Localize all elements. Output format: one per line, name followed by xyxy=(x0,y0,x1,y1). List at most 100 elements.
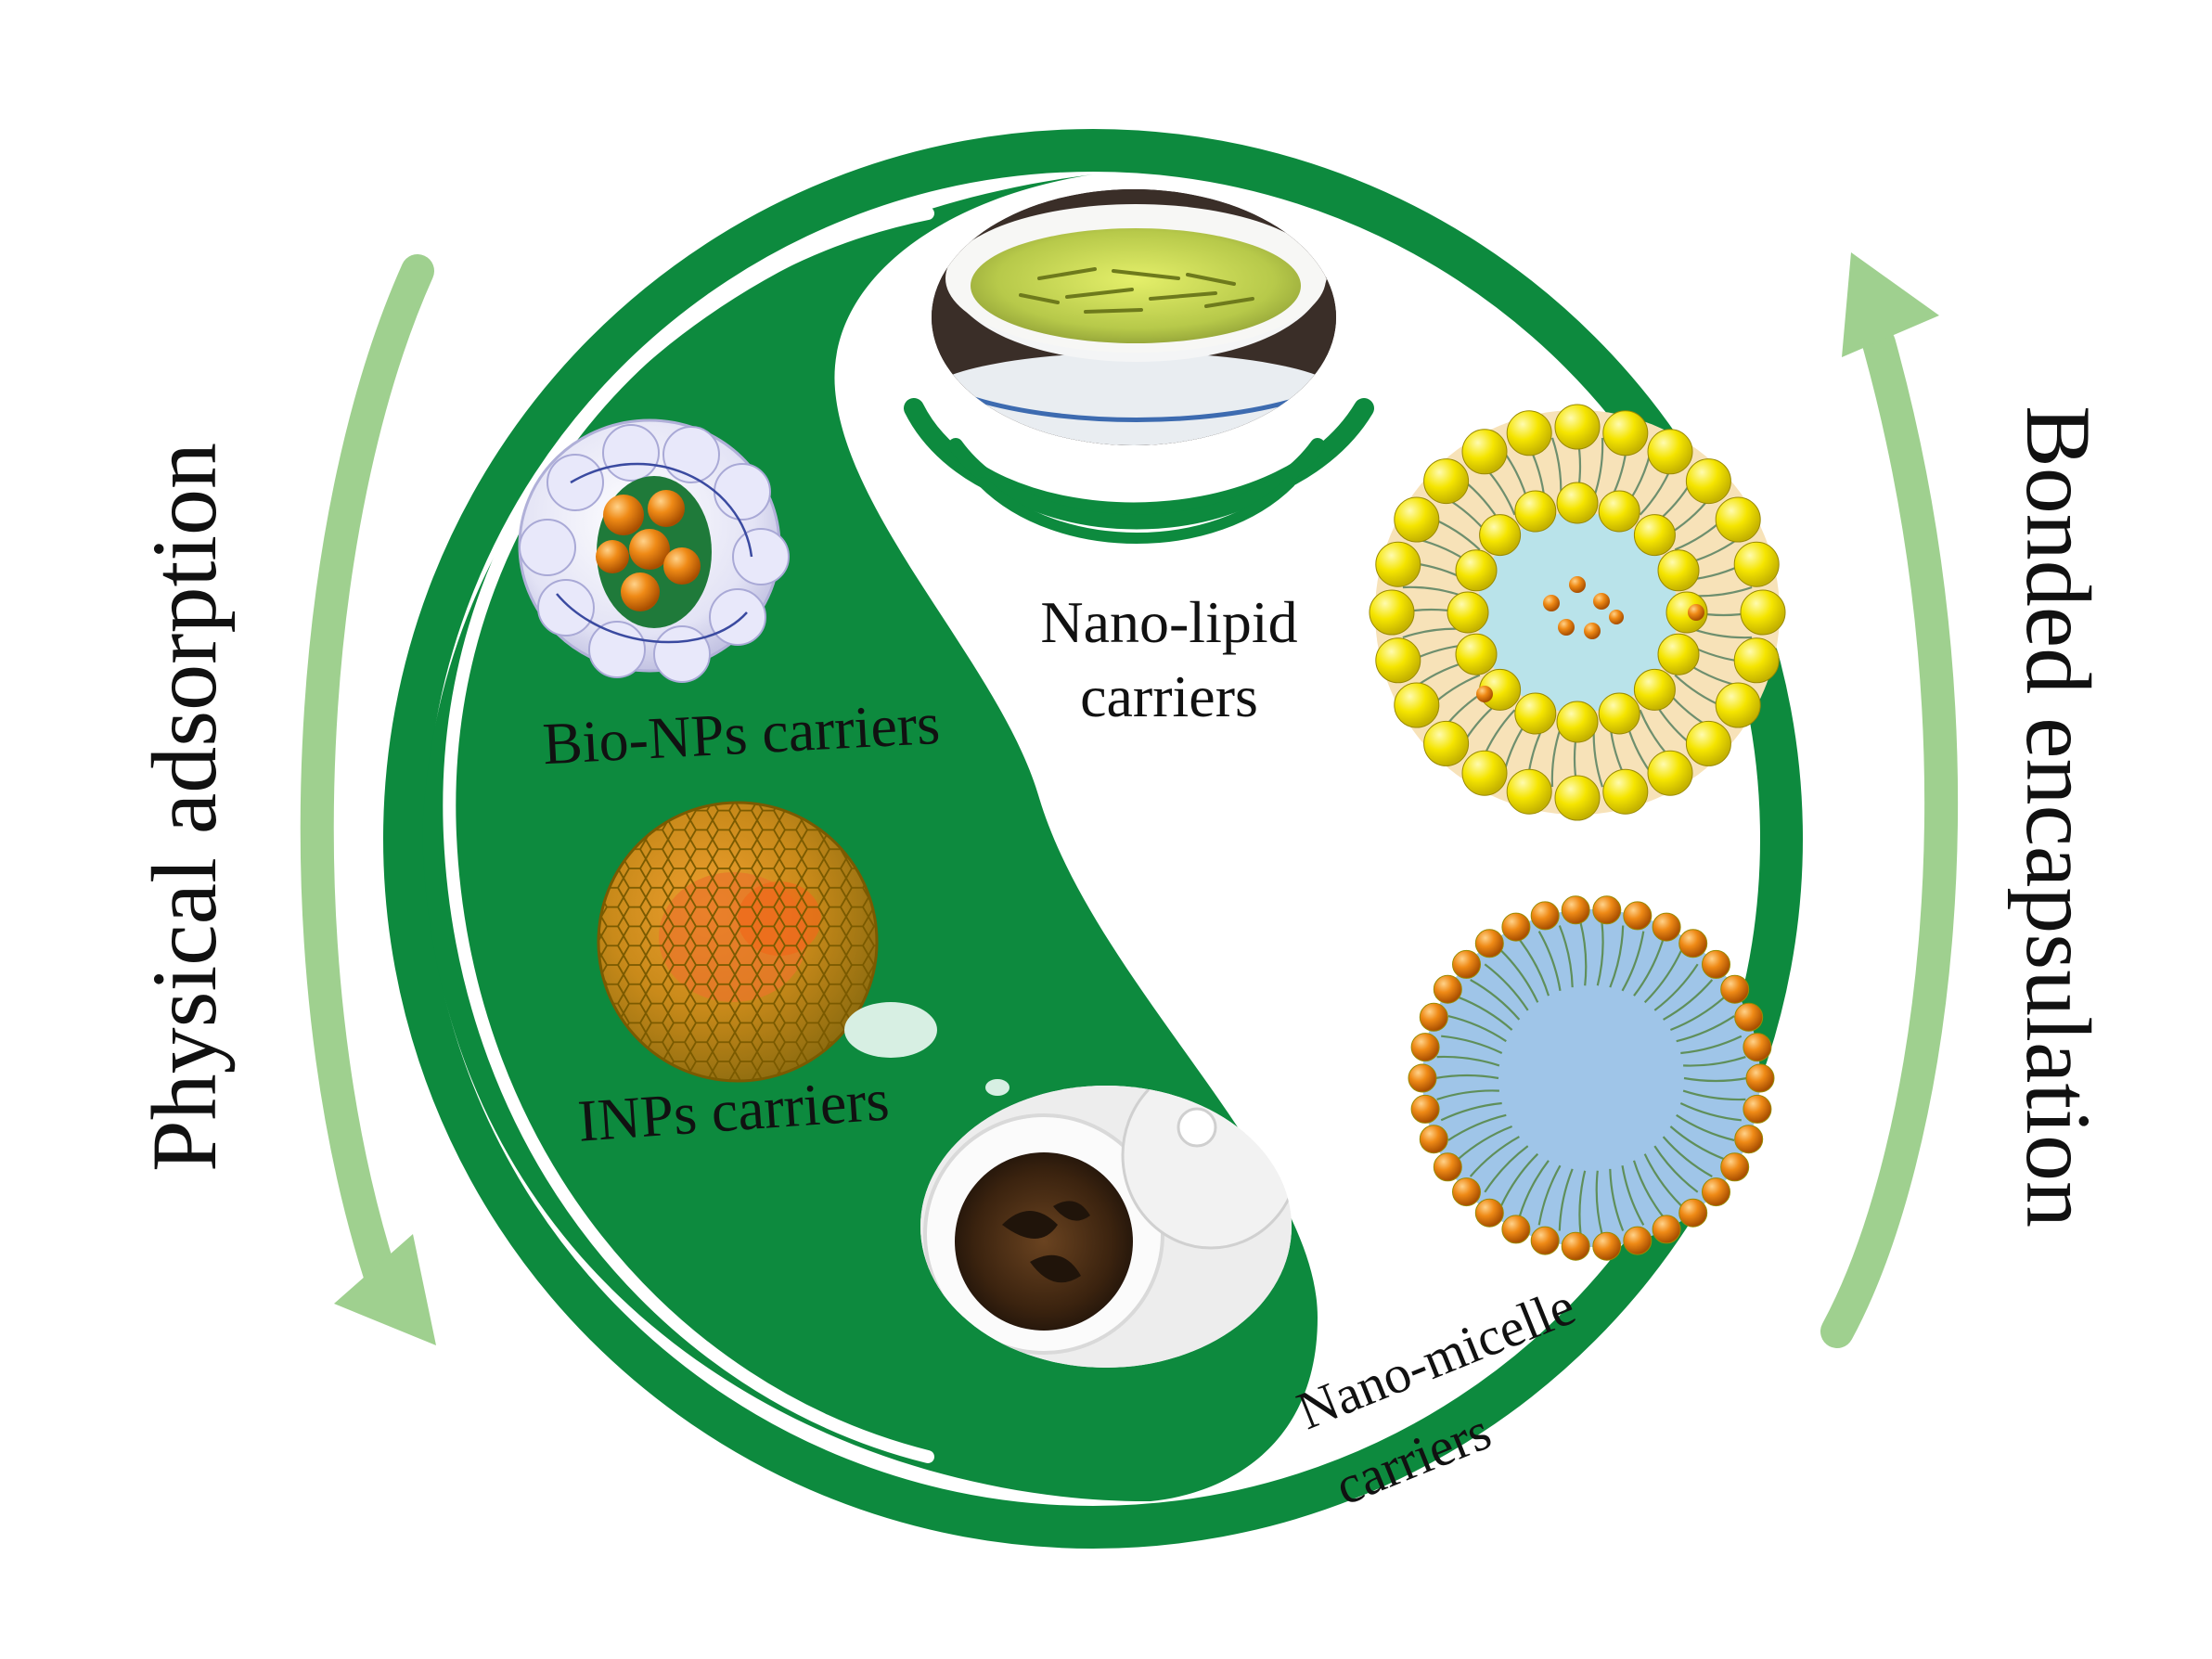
lipid-head xyxy=(1598,490,1640,533)
micelle-head xyxy=(1720,1152,1750,1182)
micelle-head xyxy=(1734,1002,1764,1032)
micelle-head xyxy=(1474,1198,1504,1228)
lipid-tail xyxy=(1518,1160,1550,1217)
lipid-tail xyxy=(1579,922,1588,986)
micelle-head xyxy=(1452,1177,1481,1207)
lipid-head xyxy=(1685,720,1731,766)
top-swoosh xyxy=(858,107,1285,153)
lipid-head xyxy=(1657,633,1700,675)
micelle-head xyxy=(1561,1231,1590,1261)
micelle-head xyxy=(1530,901,1560,931)
micelle-head xyxy=(1592,895,1622,925)
micelle-head xyxy=(1743,1033,1772,1062)
lipid-tail xyxy=(1669,1125,1725,1161)
lipid-tail xyxy=(1662,1136,1713,1177)
lipid-tail xyxy=(1518,939,1550,997)
liposome-icon xyxy=(1369,404,1786,821)
lipid-tail xyxy=(1691,627,1753,639)
micelle-head xyxy=(1501,1215,1531,1244)
lipid-head xyxy=(1447,591,1489,634)
lipid-head xyxy=(1554,775,1601,821)
lipid-tail xyxy=(1683,1056,1746,1067)
thought-bubble-large xyxy=(844,1002,937,1058)
left-cycle-arrow xyxy=(300,254,436,1345)
micelle-head xyxy=(1743,1094,1772,1124)
lipid-head xyxy=(1556,701,1599,743)
lipid-tail xyxy=(1632,1160,1665,1217)
lipid-head xyxy=(1633,514,1676,557)
micelle-head xyxy=(1623,901,1653,931)
lipid-tail xyxy=(1621,931,1645,992)
lipid-tail xyxy=(1679,1102,1742,1122)
lipid-tail xyxy=(1436,1089,1499,1100)
micelle-head xyxy=(1474,929,1504,958)
lipid-tail xyxy=(1682,1089,1746,1101)
lipid-head xyxy=(1740,589,1786,636)
lipid-tail xyxy=(1447,1113,1507,1141)
micelle-head xyxy=(1419,1002,1448,1032)
lipid-tail xyxy=(1500,1152,1539,1206)
micelle-head xyxy=(1652,912,1681,942)
micelle-head xyxy=(1745,1063,1775,1093)
lipid-head xyxy=(1375,637,1421,684)
lipid-tail xyxy=(1484,963,1529,1011)
lipid-head xyxy=(1394,496,1440,543)
lipid-head xyxy=(1455,633,1498,675)
micelle-head xyxy=(1720,974,1750,1004)
lipid-head xyxy=(1506,768,1552,815)
lipid-tail xyxy=(1643,1153,1682,1207)
lipid-tail xyxy=(1458,996,1513,1031)
nano-lipid-label-line1: Nano-lipid xyxy=(1040,589,1297,655)
thought-bubble-small xyxy=(985,1079,1010,1096)
micelle-head xyxy=(1592,1231,1622,1261)
lipid-tail xyxy=(1500,949,1539,1003)
lipid-tail xyxy=(1621,1165,1645,1226)
bowl-cradle xyxy=(904,398,1374,544)
micelle-head xyxy=(1530,1226,1560,1255)
micelle-icon xyxy=(1408,895,1775,1261)
micelle-head xyxy=(1410,1033,1440,1062)
micelle-head xyxy=(1408,1063,1437,1093)
lipid-tail xyxy=(1680,1035,1743,1055)
lipid-tail xyxy=(1469,1136,1520,1177)
micelle-head xyxy=(1623,1226,1653,1255)
micelle-head xyxy=(1452,949,1481,979)
physical-adsorption-label: Physical adsorption xyxy=(133,443,236,1172)
lipid-head xyxy=(1685,458,1731,505)
lipid-head xyxy=(1514,490,1557,533)
lipid-head xyxy=(1733,637,1780,684)
micelle-head xyxy=(1702,949,1730,979)
outer-ring xyxy=(383,129,1803,1549)
inorganic-cage-carrier-icon xyxy=(597,801,1010,1096)
lipid-tail xyxy=(1670,996,1726,1032)
lipid-head xyxy=(1554,404,1601,450)
micelle-head xyxy=(1419,1125,1448,1154)
lipid-head xyxy=(1602,410,1649,457)
lipid-head xyxy=(1394,682,1440,728)
lipid-head xyxy=(1647,429,1693,475)
lipid-head xyxy=(1479,514,1522,557)
micelle-head xyxy=(1702,1177,1730,1207)
lipid-tail xyxy=(1663,979,1714,1021)
lipid-tail xyxy=(1470,979,1521,1021)
lipid-tail xyxy=(1578,1170,1587,1234)
lipid-head xyxy=(1514,692,1557,735)
lipid-tail xyxy=(1537,931,1562,991)
lipid-tail xyxy=(1633,939,1665,997)
lipid-head xyxy=(1633,668,1676,711)
inner-white-stripe xyxy=(443,207,934,1463)
cyclodextrin-carrier-icon xyxy=(518,418,790,683)
lipid-head xyxy=(1715,496,1761,543)
lipid-tail xyxy=(1609,1168,1625,1231)
lipid-tail xyxy=(1676,1113,1735,1141)
lipid-tail xyxy=(1447,1015,1507,1043)
lipid-inner-heads xyxy=(1447,482,1708,743)
lipid-head xyxy=(1455,549,1498,592)
lipid-tail xyxy=(1595,1170,1603,1234)
micelle-head xyxy=(1433,974,1462,1004)
dark-tea-cup-icon xyxy=(920,1086,1292,1368)
lipid-tail xyxy=(1402,585,1463,598)
lipid-head xyxy=(1423,720,1470,766)
lipid-head xyxy=(1647,750,1693,796)
